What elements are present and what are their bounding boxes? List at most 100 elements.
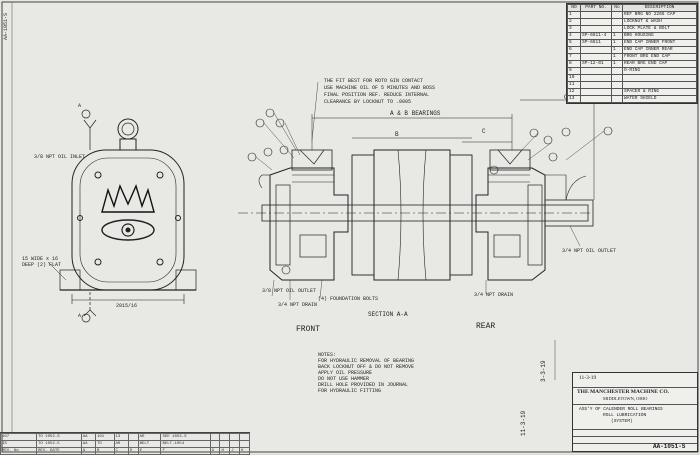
front-bearing-housing (269, 167, 349, 281)
width-dimension: 2015/16 (116, 303, 138, 309)
parts-cell-no: 7 (567, 53, 581, 61)
revision-cell: TD (94, 440, 115, 448)
revision-cell (239, 433, 250, 441)
revision-cell: TO 1052-S (36, 433, 82, 441)
foundation-bolts-label: (4) FOUNDATION BOLTS (318, 296, 379, 302)
parts-row: 13 WATER SHIELD (567, 95, 697, 103)
drain-rear-label: 3/4 NPT DRAIN (474, 292, 514, 298)
parts-cell-desc: END CAP INNER FRONT (622, 39, 697, 47)
parts-cell-part: SP-6611-4 (580, 32, 612, 40)
revision-cell (239, 440, 250, 448)
parts-cell-part: SP-6611 (580, 39, 612, 47)
parts-cell-qty (611, 95, 623, 103)
drawing-title-1: ASS'Y OF CALENDER ROLL BEARINGS (579, 407, 663, 412)
section-a-a (238, 81, 613, 300)
note-line: APPLY OIL PRESSURE (318, 370, 373, 376)
fit-note-2: USE MACHINE OIL OF 5 MINUTES AND BOSS (324, 85, 436, 91)
note-line: FOR HYDRAULIC REMOVAL OF BEARING (318, 358, 415, 364)
parts-col-part: PART NO. (580, 4, 612, 12)
calender-roll (373, 149, 451, 281)
parts-header-row: NO PART NO. No DESCRIPTION (567, 4, 697, 12)
revision-cell (219, 433, 231, 441)
parts-col-desc: DESCRIPTION (622, 4, 697, 12)
revision-cell: 13 (113, 433, 129, 441)
note-line: DO NOT USE HAMMER (318, 376, 370, 382)
parts-cell-qty (611, 11, 623, 19)
parts-cell-qty: 1 (611, 53, 623, 61)
parts-cell-no: 12 (567, 88, 581, 96)
front-label: FRONT (296, 325, 321, 334)
parts-cell-qty: 1 (611, 32, 623, 40)
revision-cell: TO 1052-5 (36, 440, 82, 448)
margin-mark-1: 3-3-19 (540, 360, 547, 382)
parts-cell-desc (622, 74, 697, 82)
logo-crown (101, 183, 155, 213)
fit-note-1: THE FIT BEST FOR ROTO GIN CONTACT (324, 78, 424, 84)
revision-cell: A (80, 447, 96, 455)
revision-cell: AR (137, 433, 162, 441)
revision-cell (219, 440, 231, 448)
revision-cell: BELT (137, 440, 162, 448)
lifting-eye (117, 118, 139, 140)
parts-cell-desc: WATER SHIELD (622, 95, 697, 103)
revision-cell: IS (0, 440, 38, 448)
revision-cell: B (94, 447, 115, 455)
note-line: BACK LOCKNUT OFF & DO NOT REMOVE (318, 364, 415, 370)
revision-cell (229, 433, 241, 441)
section-marker-top: A (78, 103, 82, 109)
parts-cell-desc: LOCK PLATE & BOLT (622, 25, 697, 33)
title-block: 11-3-19 THE MANCHESTER MACHINE CO. MIDDL… (572, 372, 698, 452)
oil-outlet-label: 3/4 NPT OIL OUTLET (562, 248, 617, 254)
parts-cell-desc: O-RING (622, 67, 697, 75)
parts-cell-no: 9 (567, 67, 581, 75)
company-name: THE MANCHESTER MACHINE CO. (577, 389, 669, 395)
revision-cell: AA (80, 440, 96, 448)
parts-cell-qty: 1 (611, 39, 623, 47)
parts-cell-qty (611, 67, 623, 75)
slot-label: 15 WIDE x 16 DEEP (2) FLAT (22, 256, 62, 268)
fit-note-4: CLEARANCE BY LOCKNUT TO .0005 (324, 99, 412, 105)
revision-cell: J (229, 447, 241, 455)
bearings-label: A & B BEARINGS (390, 110, 441, 117)
parts-cell-part (580, 74, 612, 82)
parts-cell-desc (622, 81, 697, 89)
revision-cell: C (113, 447, 129, 455)
parts-cell-no: 5 (567, 39, 581, 47)
revision-cell: 107 (0, 433, 38, 441)
drawing-number: AA-1051-S (653, 443, 686, 450)
dim-c-label-2: C (564, 94, 568, 101)
outlet-left-label: 3/8 NPT OIL OUTLET (262, 288, 317, 294)
revision-cell: F (160, 447, 211, 455)
parts-cell-no: 1 (567, 11, 581, 19)
parts-cell-part (580, 25, 612, 33)
parts-cell-qty (611, 74, 623, 82)
revision-cell (209, 440, 221, 448)
parts-cell-desc: END CAP INNER REAR (622, 46, 697, 54)
parts-cell-qty: 1 (611, 46, 623, 54)
section-title: SECTION A-A (368, 311, 408, 318)
parts-row: 9 O-RING (567, 67, 697, 75)
note-line: FOR HYDRAULIC FITTING (318, 388, 382, 394)
revision-cell: H (219, 447, 231, 455)
revision-cell: AA (80, 433, 96, 441)
revision-cell (209, 433, 221, 441)
title-date: 11-3-19 (579, 375, 597, 381)
parts-row: 10 (567, 74, 697, 82)
revision-cell (127, 433, 139, 441)
parts-cell-no: 13 (567, 95, 581, 103)
revision-cell: K (239, 447, 250, 455)
revision-cell: G (209, 447, 221, 455)
parts-cell-qty: 1 (611, 60, 623, 68)
parts-cell-no: 6 (567, 46, 581, 54)
front-end-view (47, 109, 197, 323)
parts-cell-no: 2 (567, 18, 581, 26)
